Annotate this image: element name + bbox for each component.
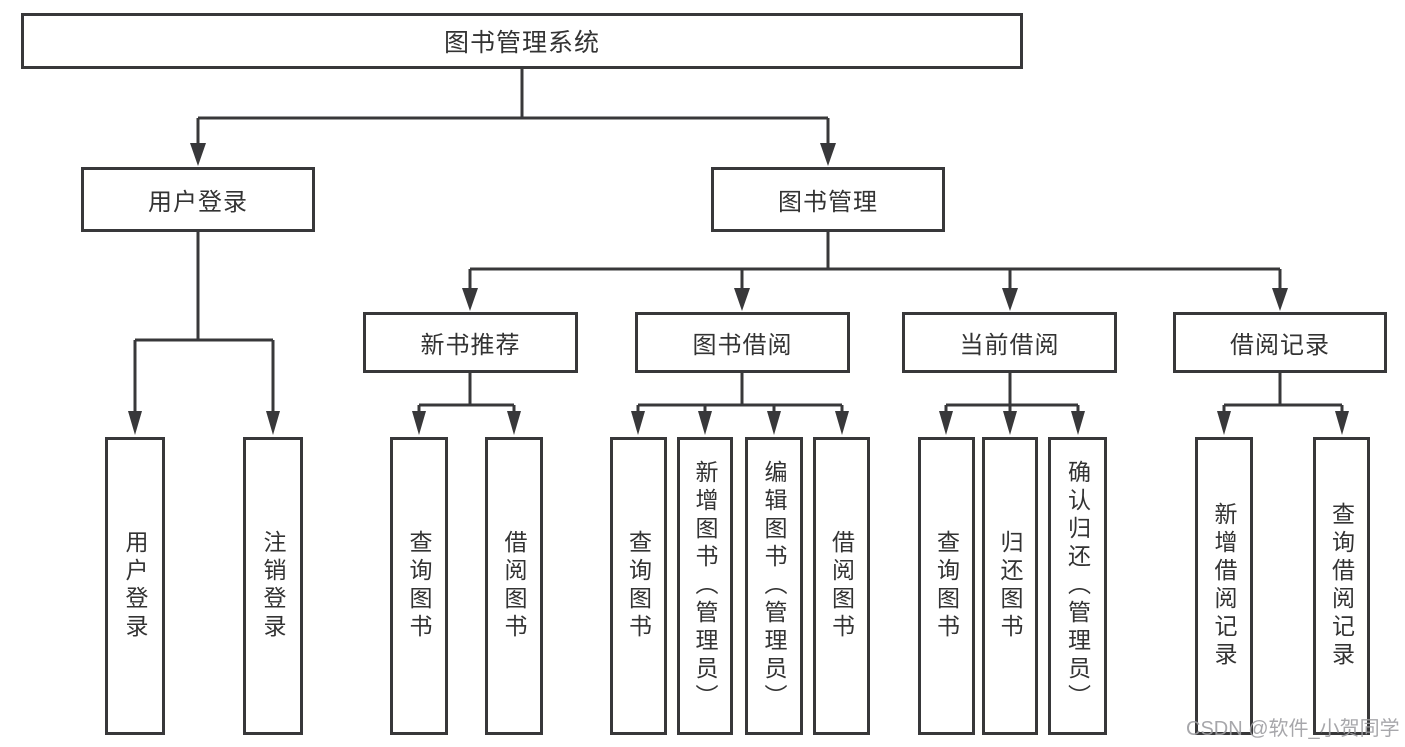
arrowhead bbox=[631, 411, 645, 435]
node-label: 借阅图书 bbox=[501, 530, 527, 642]
node-label: 查询图书 bbox=[933, 530, 960, 642]
node-leaf-confirm-return-admin: 确认归还（管理员） bbox=[1048, 437, 1107, 735]
connector-book-mgmt bbox=[468, 232, 1282, 291]
node-label: 新增借阅记录 bbox=[1211, 502, 1237, 670]
node-root-system: 图书管理系统 bbox=[21, 13, 1023, 69]
arrowhead bbox=[1272, 288, 1288, 311]
node-leaf-user-login: 用户登录 bbox=[105, 437, 165, 735]
node-label: 新增图书（管理员） bbox=[692, 460, 718, 712]
node-label: 查询图书 bbox=[406, 530, 432, 642]
arrowhead bbox=[462, 288, 478, 311]
node-label: 图书管理 bbox=[778, 189, 878, 216]
node-leaf-edit-books-admin: 编辑图书（管理员） bbox=[745, 437, 803, 735]
node-label: 当前借阅 bbox=[959, 332, 1060, 359]
node-leaf-query-books-1: 查询图书 bbox=[390, 437, 448, 735]
arrowhead bbox=[767, 411, 781, 435]
node-label: 编辑图书（管理员） bbox=[761, 460, 787, 712]
node-label: 查询借阅记录 bbox=[1328, 502, 1355, 670]
arrowhead bbox=[266, 411, 280, 435]
connector-current bbox=[944, 373, 1080, 414]
node-label: 注销登录 bbox=[260, 530, 286, 642]
node-label: 查询图书 bbox=[625, 530, 652, 642]
arrowhead bbox=[507, 411, 521, 435]
arrowhead bbox=[1002, 288, 1018, 311]
connector-borrowing bbox=[636, 373, 844, 414]
node-label: 借阅图书 bbox=[828, 530, 855, 642]
node-book-management: 图书管理 bbox=[711, 167, 945, 232]
arrowhead bbox=[128, 411, 142, 435]
connector-records bbox=[1222, 373, 1344, 414]
node-leaf-query-books-3: 查询图书 bbox=[918, 437, 975, 735]
node-leaf-borrow-books-1: 借阅图书 bbox=[485, 437, 543, 735]
node-label: 图书借阅 bbox=[692, 332, 793, 359]
node-leaf-logout: 注销登录 bbox=[243, 437, 303, 735]
node-leaf-query-borrow-record: 查询借阅记录 bbox=[1313, 437, 1370, 735]
node-label: 归还图书 bbox=[997, 530, 1023, 642]
node-label: 新书推荐 bbox=[420, 332, 521, 359]
node-leaf-return-books: 归还图书 bbox=[982, 437, 1038, 735]
node-current-borrowing: 当前借阅 bbox=[902, 312, 1117, 373]
connector-new-books bbox=[417, 373, 516, 414]
node-label: 图书管理系统 bbox=[443, 29, 600, 57]
arrowhead bbox=[698, 411, 712, 435]
node-leaf-add-borrow-record: 新增借阅记录 bbox=[1195, 437, 1253, 735]
connector-root bbox=[196, 69, 830, 146]
node-leaf-add-books-admin: 新增图书（管理员） bbox=[677, 437, 733, 735]
arrowhead bbox=[820, 143, 836, 166]
arrowheads bbox=[128, 143, 1349, 435]
watermark-text: CSDN @软件_小贺同学 bbox=[1186, 718, 1400, 740]
node-user-login: 用户登录 bbox=[81, 167, 315, 232]
arrowhead bbox=[412, 411, 426, 435]
node-book-borrowing: 图书借阅 bbox=[635, 312, 850, 373]
connector-user-login bbox=[133, 232, 275, 414]
node-leaf-query-books-2: 查询图书 bbox=[610, 437, 667, 735]
arrowhead bbox=[1217, 411, 1231, 435]
node-label: 用户登录 bbox=[148, 189, 248, 216]
arrowhead bbox=[1071, 411, 1085, 435]
node-leaf-borrow-books-2: 借阅图书 bbox=[813, 437, 870, 735]
node-label: 借阅记录 bbox=[1230, 332, 1330, 359]
node-borrowing-records: 借阅记录 bbox=[1173, 312, 1387, 373]
node-label: 确认归还（管理员） bbox=[1064, 460, 1091, 712]
arrowhead bbox=[1003, 411, 1017, 435]
arrowhead bbox=[835, 411, 849, 435]
arrowhead bbox=[734, 288, 750, 311]
arrowhead bbox=[190, 143, 206, 166]
arrowhead bbox=[939, 411, 953, 435]
node-new-book-recommend: 新书推荐 bbox=[363, 312, 578, 373]
arrowhead bbox=[1335, 411, 1349, 435]
node-label: 用户登录 bbox=[122, 530, 148, 642]
